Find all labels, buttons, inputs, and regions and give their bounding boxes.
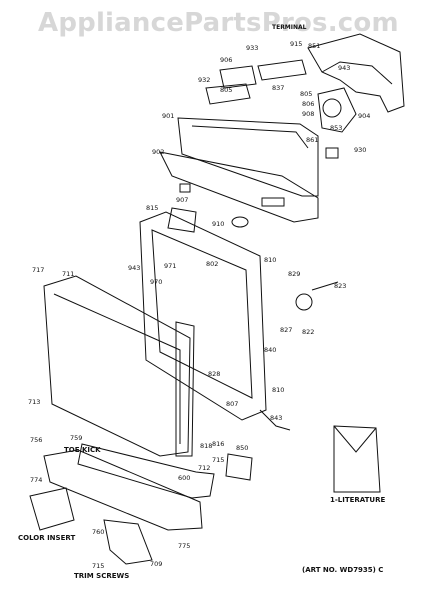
label-932: 932 (198, 76, 210, 84)
label-822: 822 (302, 328, 314, 336)
part-910 (231, 216, 249, 228)
label-810: 810 (264, 256, 276, 264)
timer-knob (322, 98, 342, 118)
label-712: 712 (198, 464, 210, 472)
label-717: 717 (32, 266, 44, 274)
label-908: 908 (302, 110, 314, 118)
label-774: 774 (30, 476, 42, 484)
spring-823 (311, 281, 339, 291)
console-902 (159, 151, 319, 223)
label-853: 853 (330, 124, 342, 132)
label-815: 815 (146, 204, 158, 212)
label-843: 843 (270, 414, 282, 422)
caption-trim-screws: TRIM SCREWS (74, 572, 130, 580)
label-711: 711 (62, 270, 74, 278)
side-strip-712 (175, 321, 195, 457)
switch-block-906 (219, 65, 257, 89)
switch-block-933 (257, 59, 307, 81)
label-715b: 715 (92, 562, 104, 570)
switch-block-932 (205, 83, 251, 105)
label-910: 910 (212, 220, 224, 228)
label-970: 970 (150, 278, 162, 286)
label-971: 971 (164, 262, 176, 270)
cable-843 (259, 409, 291, 431)
label-902: 902 (152, 148, 164, 156)
label-775: 775 (178, 542, 190, 550)
label-943b: 943 (128, 264, 140, 272)
bracket-850 (225, 453, 253, 481)
label-810b: 810 (272, 386, 284, 394)
label-823: 823 (334, 282, 346, 290)
caption-color-insert: COLOR INSERT (18, 534, 76, 542)
label-901: 901 (162, 112, 174, 120)
caption-art-no: (ART NO. WD7935) C (302, 566, 384, 574)
label-709: 709 (150, 560, 162, 568)
label-837: 837 (272, 84, 284, 92)
label-828: 828 (208, 370, 220, 378)
label-930: 930 (354, 146, 366, 154)
label-600: 600 (178, 474, 190, 482)
console-slot (261, 197, 285, 207)
label-807: 807 (226, 400, 238, 408)
label-756: 756 (30, 436, 42, 444)
label-760: 760 (92, 528, 104, 536)
label-943: 943 (338, 64, 350, 72)
control-panel-901 (177, 117, 319, 197)
inner-door (139, 211, 267, 421)
literature-envelope (333, 425, 381, 493)
label-805: 805 (220, 86, 232, 94)
caption-terminal: TERMINAL (272, 24, 307, 31)
label-851: 851 (308, 42, 320, 50)
color-insert (29, 487, 75, 531)
control-housing (307, 33, 405, 113)
outer-door-panel (43, 275, 191, 457)
timer-904 (317, 87, 357, 133)
label-906: 906 (220, 56, 232, 64)
label-829: 829 (288, 270, 300, 278)
label-861: 861 (306, 136, 318, 144)
kick-panel (43, 449, 203, 531)
label-759: 759 (70, 434, 82, 442)
trim-709 (103, 519, 153, 565)
label-904: 904 (358, 112, 370, 120)
caption-literature: 1-LITERATURE (330, 496, 386, 504)
part-930 (325, 147, 339, 159)
label-806: 806 (302, 100, 314, 108)
label-816: 816 (212, 440, 224, 448)
part-907 (179, 183, 191, 193)
label-850: 850 (236, 444, 248, 452)
label-713: 713 (28, 398, 40, 406)
label-915: 915 (290, 40, 302, 48)
toe-kick-plate (77, 443, 215, 499)
label-715: 715 (212, 456, 224, 464)
label-802: 802 (206, 260, 218, 268)
label-818: 818 (200, 442, 212, 450)
watermark: AppliancePartsPros.com (38, 8, 399, 38)
label-827: 827 (280, 326, 292, 334)
part-labels: 933 915 851 906 932 805 943 837 805 806 … (28, 40, 370, 570)
label-805b: 805 (300, 90, 312, 98)
vent-815 (167, 207, 197, 233)
label-840: 840 (264, 346, 276, 354)
label-907: 907 (176, 196, 188, 204)
label-933: 933 (246, 44, 258, 52)
caption-toe-kick: TOE KICK (64, 446, 101, 454)
gear-822 (295, 293, 313, 311)
